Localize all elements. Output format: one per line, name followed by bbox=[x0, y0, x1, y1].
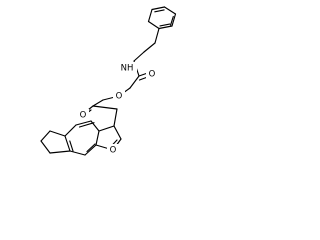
svg-text:O: O bbox=[110, 146, 117, 156]
amide-oxygen-label: O bbox=[146, 68, 158, 80]
svg-text:O: O bbox=[149, 70, 156, 80]
furan-oxygen-label: O bbox=[107, 144, 119, 156]
cyclopentabenzofuran-core bbox=[40, 108, 122, 156]
svg-text:O: O bbox=[116, 92, 123, 102]
chemical-structure-diagram: NH O O O O bbox=[40, 6, 177, 156]
nh-label: NH bbox=[117, 62, 137, 74]
structure-canvas: NH O O O O bbox=[40, 6, 177, 156]
svg-text:O: O bbox=[80, 111, 87, 121]
svg-text:NH: NH bbox=[121, 64, 134, 74]
phenyl-ring bbox=[147, 6, 177, 30]
carbonyl-oxygen-label: O bbox=[77, 109, 89, 121]
ester-oxygen-label: O bbox=[113, 90, 125, 102]
